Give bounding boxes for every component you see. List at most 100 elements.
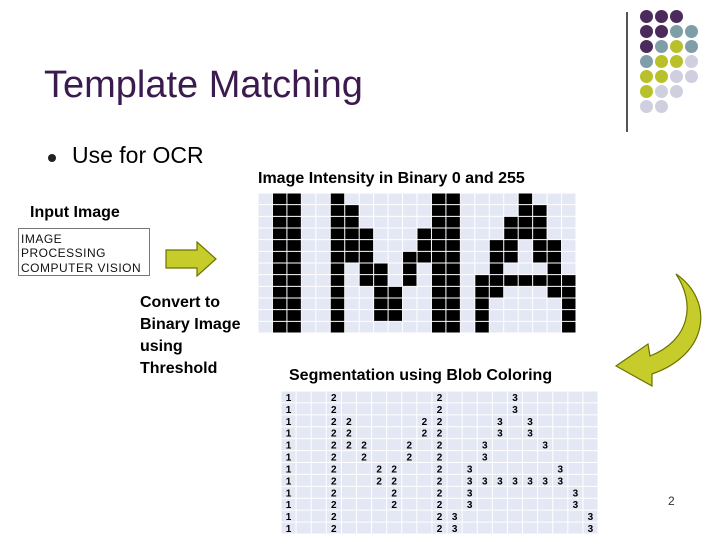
blob-label: 2 xyxy=(437,393,443,404)
binary-pixel xyxy=(533,251,548,263)
bullet-text: Use for OCR xyxy=(72,142,204,169)
decorative-dot xyxy=(685,25,698,38)
convert-line: Convert to xyxy=(140,292,240,314)
binary-pixel xyxy=(287,286,302,298)
decorative-divider xyxy=(626,12,628,132)
binary-pixel xyxy=(272,240,287,252)
blob-label: 2 xyxy=(331,476,337,487)
blob-label: 2 xyxy=(437,512,443,523)
binary-pixel xyxy=(359,240,374,252)
decorative-dot xyxy=(640,70,653,83)
blob-label: 3 xyxy=(557,464,563,475)
binary-pixel xyxy=(330,321,345,333)
blob-label: 1 xyxy=(286,405,292,416)
blob-label: 2 xyxy=(331,464,337,475)
binary-pixel xyxy=(431,275,446,287)
binary-pixel xyxy=(431,321,446,333)
blob-label: 3 xyxy=(467,500,473,511)
blob-label: 2 xyxy=(391,464,397,475)
binary-pixel xyxy=(547,251,562,263)
blob-label: 3 xyxy=(497,476,503,487)
binary-pixel xyxy=(417,251,432,263)
binary-pixel xyxy=(446,310,461,322)
input-image: IMAGE PROCESSING COMPUTER VISION xyxy=(18,228,150,276)
blob-label: 3 xyxy=(467,488,473,499)
decorative-dot xyxy=(670,25,683,38)
binary-pixel xyxy=(533,216,548,228)
decorative-dot xyxy=(655,25,668,38)
binary-pixel xyxy=(446,216,461,228)
blob-label: 1 xyxy=(286,393,292,404)
blob-label: 2 xyxy=(361,441,367,452)
binary-pixel xyxy=(446,298,461,310)
blob-label: 2 xyxy=(391,500,397,511)
binary-pixel xyxy=(489,286,504,298)
blob-label: 3 xyxy=(482,441,488,452)
binary-pixel xyxy=(431,193,446,205)
blob-label: 2 xyxy=(437,464,443,475)
segmentation-label: Segmentation using Blob Coloring xyxy=(289,367,552,385)
binary-pixel xyxy=(431,298,446,310)
binary-pixel xyxy=(446,240,461,252)
binary-pixel xyxy=(431,286,446,298)
binary-pixel xyxy=(446,251,461,263)
blob-label: 2 xyxy=(331,429,337,440)
blob-label: 2 xyxy=(331,488,337,499)
binary-pixel xyxy=(330,205,345,217)
binary-pixel xyxy=(330,240,345,252)
binary-pixel xyxy=(431,310,446,322)
binary-pixel xyxy=(272,275,287,287)
blob-label: 2 xyxy=(331,524,337,534)
binary-pixel xyxy=(431,228,446,240)
blob-label: 3 xyxy=(482,453,488,464)
decorative-dot xyxy=(685,40,698,53)
binary-pixel xyxy=(431,263,446,275)
binary-pixel xyxy=(547,286,562,298)
convert-text: Convert to Binary Image using Threshold xyxy=(140,292,240,380)
blob-label: 2 xyxy=(331,441,337,452)
decorative-dot xyxy=(670,85,683,98)
decorative-dot xyxy=(640,55,653,68)
decorative-dot xyxy=(655,40,668,53)
binary-pixel xyxy=(533,240,548,252)
binary-pixel xyxy=(345,228,360,240)
blob-label: 3 xyxy=(512,405,518,416)
binary-pixel xyxy=(345,205,360,217)
binary-pixel xyxy=(330,310,345,322)
convert-line: using xyxy=(140,336,240,358)
binary-pixel xyxy=(417,240,432,252)
binary-pixel xyxy=(287,193,302,205)
binary-pixel xyxy=(417,228,432,240)
blob-label: 1 xyxy=(286,453,292,464)
blob-label: 3 xyxy=(588,524,594,534)
binary-pixel xyxy=(518,275,533,287)
binary-pixel xyxy=(446,275,461,287)
binary-pixel xyxy=(475,321,490,333)
binary-pixel xyxy=(504,275,519,287)
binary-pixel xyxy=(345,240,360,252)
blob-label: 1 xyxy=(286,464,292,475)
convert-line: Threshold xyxy=(140,358,240,380)
blob-label: 1 xyxy=(286,476,292,487)
binary-pixel xyxy=(359,251,374,263)
binary-pixel xyxy=(272,228,287,240)
blob-label: 3 xyxy=(512,393,518,404)
convert-line: Binary Image xyxy=(140,314,240,336)
blob-label: 2 xyxy=(346,417,352,428)
binary-pixel xyxy=(518,216,533,228)
binary-pixel xyxy=(287,275,302,287)
blob-label: 2 xyxy=(437,405,443,416)
blob-label: 2 xyxy=(437,429,443,440)
binary-pixel xyxy=(446,205,461,217)
binary-pixel xyxy=(446,286,461,298)
blob-label: 3 xyxy=(527,476,533,487)
binary-pixel xyxy=(287,321,302,333)
binary-pixel xyxy=(388,286,403,298)
binary-pixel xyxy=(374,263,389,275)
binary-pixel xyxy=(272,321,287,333)
blob-label: 2 xyxy=(331,453,337,464)
binary-pixel xyxy=(272,286,287,298)
binary-pixel xyxy=(272,216,287,228)
decorative-dot xyxy=(685,55,698,68)
binary-pixel xyxy=(287,205,302,217)
